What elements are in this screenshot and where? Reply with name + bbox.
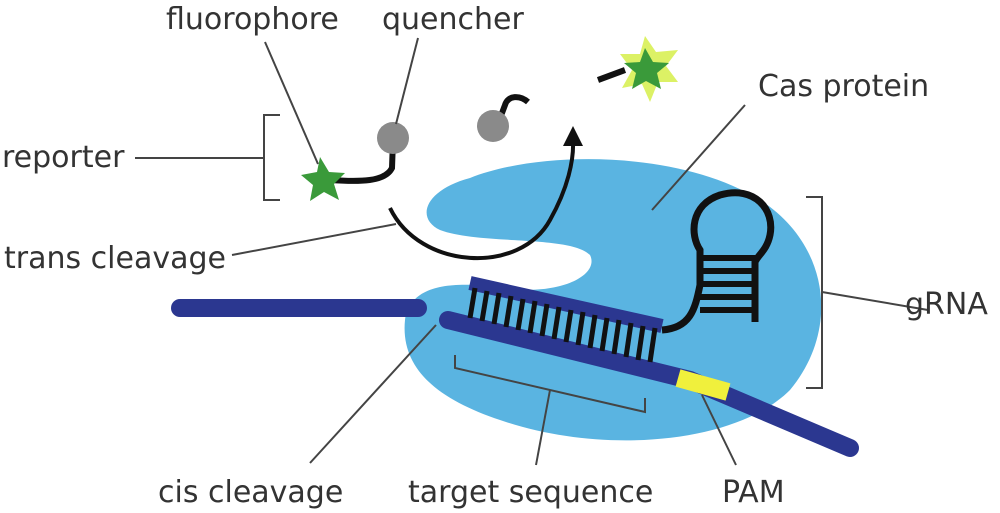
label-fluorophore: fluorophore (166, 2, 339, 37)
label-grna: gRNA (905, 287, 988, 322)
trans-cleavage-leader (231, 223, 397, 256)
quencher-leader (395, 37, 419, 125)
label-trans-cleavage: trans cleavage (4, 241, 226, 276)
quencher-cleaved (477, 110, 509, 142)
trans-cleavage-arrow (388, 139, 576, 260)
fluorophore-leader (264, 41, 319, 165)
fluorophore-intact (301, 157, 345, 201)
trans-cleavage-arrowhead (563, 126, 583, 146)
label-target-sequence: target sequence (408, 475, 653, 510)
quencher-intact (377, 122, 409, 154)
pam-segment (675, 369, 731, 401)
label-reporter: reporter (2, 140, 125, 175)
label-cas-protein: Cas protein (758, 69, 929, 104)
cleaved-fluorophore-linker (596, 67, 627, 83)
reporter-linker (329, 139, 396, 184)
reporter-bracket (263, 114, 280, 201)
label-pam: PAM (722, 475, 785, 510)
cis-cleavage-leader (309, 324, 437, 464)
base-pairs (467, 287, 658, 363)
fluorophore-glowing (624, 48, 669, 89)
grna-strand (468, 276, 664, 333)
cas-protein-leader (651, 104, 746, 211)
cleaved-quencher-linker (496, 94, 530, 123)
label-cis-cleavage: cis cleavage (158, 475, 343, 510)
label-quencher: quencher (382, 2, 524, 37)
grna-leader (821, 291, 929, 311)
grna-hairpin (661, 189, 775, 334)
cas-protein-shape (404, 159, 822, 441)
target-leader (535, 389, 551, 466)
pam-leader (701, 394, 737, 466)
